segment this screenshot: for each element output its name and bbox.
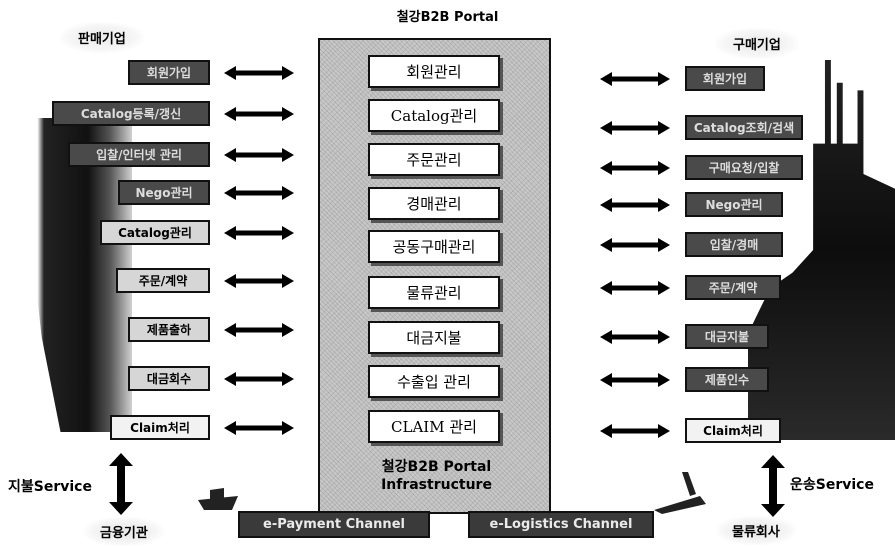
seller-title: 판매기업 bbox=[60, 22, 144, 53]
seller-item-shipment[interactable]: 제품출하 bbox=[128, 317, 210, 342]
portal-tower: 회원관리 Catalog관리 주문관리 경매관리 공동구매관리 물류관리 대금지… bbox=[318, 38, 551, 514]
finance-partner: 금융기관 bbox=[84, 517, 164, 546]
payment-service-arrow bbox=[109, 453, 133, 515]
module-catalog[interactable]: Catalog관리 bbox=[368, 99, 500, 132]
e-payment-channel[interactable]: e-Payment Channel bbox=[238, 511, 430, 538]
module-logistics[interactable]: 물류관리 bbox=[368, 276, 500, 309]
seller-arrow-9 bbox=[224, 421, 294, 435]
payment-service-label: 지불Service bbox=[8, 479, 92, 495]
infrastructure-line2: Infrastructure bbox=[381, 477, 492, 493]
buyer-item-claim[interactable]: Claim처리 bbox=[685, 418, 781, 443]
infrastructure-label: 철강B2B Portal Infrastructure bbox=[320, 458, 553, 494]
buyer-item-receipt[interactable]: 제품인수 bbox=[685, 367, 769, 392]
e-logistics-channel[interactable]: e-Logistics Channel bbox=[468, 511, 654, 538]
buyer-arrow-2 bbox=[600, 121, 670, 135]
buyer-item-request[interactable]: 구매요청/입찰 bbox=[685, 155, 803, 180]
buyer-arrow-7 bbox=[600, 330, 670, 344]
buyer-item-payment[interactable]: 대금지불 bbox=[685, 324, 769, 349]
buyer-arrow-6 bbox=[600, 281, 670, 295]
infrastructure-line1: 철강B2B Portal bbox=[381, 459, 492, 475]
seller-item-catalog-manage[interactable]: Catalog관리 bbox=[100, 220, 210, 245]
seller-arrow-3 bbox=[224, 148, 294, 162]
buyer-arrow-3 bbox=[600, 161, 670, 175]
seller-item-claim[interactable]: Claim처리 bbox=[110, 415, 210, 440]
portal-title: 철강B2B Portal bbox=[396, 10, 499, 25]
seller-arrow-7 bbox=[224, 323, 294, 337]
truck-icon bbox=[654, 472, 706, 514]
seller-item-collection[interactable]: 대금회수 bbox=[128, 366, 210, 391]
buyer-arrow-9 bbox=[600, 424, 670, 438]
seller-arrow-1 bbox=[224, 66, 294, 80]
seller-item-catalog-register[interactable]: Catalog등록/갱신 bbox=[52, 101, 210, 126]
logistics-partner: 물류회사 bbox=[716, 516, 796, 545]
module-payment[interactable]: 대금지불 bbox=[368, 321, 500, 354]
buyer-arrow-5 bbox=[600, 238, 670, 252]
buyer-item-catalog-search[interactable]: Catalog조회/검색 bbox=[685, 115, 803, 140]
seller-arrow-5 bbox=[224, 226, 294, 240]
seller-item-bid[interactable]: 입찰/인터넷 관리 bbox=[68, 142, 210, 167]
seller-arrow-6 bbox=[224, 274, 294, 288]
buyer-arrow-8 bbox=[600, 373, 670, 387]
buyer-item-order[interactable]: 주문/계약 bbox=[685, 275, 781, 300]
seller-arrow-2 bbox=[224, 107, 294, 121]
module-order[interactable]: 주문관리 bbox=[368, 143, 500, 176]
buyer-title: 구매기업 bbox=[715, 28, 799, 59]
module-auction[interactable]: 경매관리 bbox=[368, 187, 500, 220]
module-member[interactable]: 회원관리 bbox=[368, 55, 500, 88]
seller-arrow-4 bbox=[224, 186, 294, 200]
seller-item-order[interactable]: 주문/계약 bbox=[116, 268, 210, 293]
logistics-service-label: 운송Service bbox=[790, 477, 874, 493]
seller-item-nego[interactable]: Nego관리 bbox=[118, 180, 210, 205]
buyer-arrow-4 bbox=[600, 198, 670, 212]
module-group-buy[interactable]: 공동구매관리 bbox=[368, 230, 500, 263]
buyer-arrow-1 bbox=[600, 72, 670, 86]
buyer-item-bid[interactable]: 입찰/경매 bbox=[685, 232, 783, 257]
buyer-item-nego[interactable]: Nego관리 bbox=[685, 192, 783, 217]
buyer-item-signup[interactable]: 회원가입 bbox=[685, 66, 765, 91]
ship-icon bbox=[198, 488, 238, 510]
module-claim[interactable]: CLAIM 관리 bbox=[368, 410, 500, 443]
seller-item-signup[interactable]: 회원가입 bbox=[128, 60, 210, 85]
logistics-service-arrow bbox=[761, 455, 785, 517]
module-import-export[interactable]: 수출입 관리 bbox=[368, 365, 500, 398]
seller-arrow-8 bbox=[224, 372, 294, 386]
